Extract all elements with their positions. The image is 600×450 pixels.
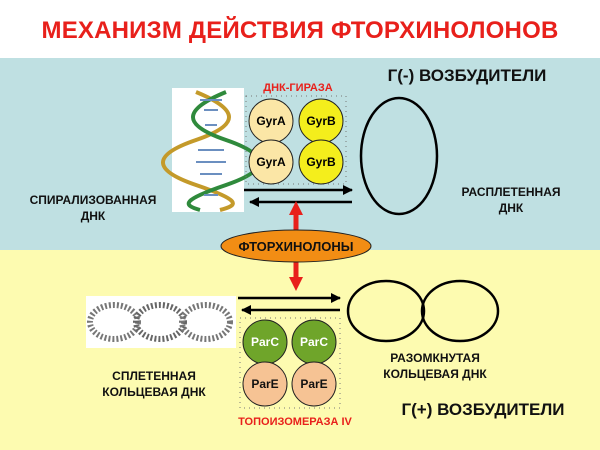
- pare-subunit-1: [242, 361, 288, 407]
- dna-gyrase-label: ДНК-ГИРАЗА: [263, 82, 333, 94]
- catenated-dna-label: СПЛЕТЕННАЯ КОЛЬЦЕВАЯ ДНК: [72, 368, 236, 400]
- relaxed-dna-line-2: ДНК: [498, 201, 524, 215]
- catenated-dna-line-2: КОЛЬЦЕВАЯ ДНК: [102, 385, 206, 399]
- relaxed-dna-ring-top: [359, 96, 439, 216]
- pare-label-2: ParE: [300, 377, 327, 391]
- relaxed-dna-label: РАСПЛЕТЕННАЯ ДНК: [426, 184, 596, 216]
- separated-dna-ring-2: [420, 279, 500, 343]
- fluoroquinolones-badge: [220, 229, 372, 263]
- gyra-label-1: GyrA: [256, 114, 286, 128]
- supercoiled-dna-label: СПИРАЛИЗОВАННАЯ ДНК: [8, 192, 178, 224]
- supercoiled-dna-line-1: СПИРАЛИЗОВАННАЯ: [29, 193, 157, 207]
- supercoiled-dna-line-2: ДНК: [80, 209, 106, 223]
- gyrb-subunit-2: [298, 139, 344, 185]
- catenated-dna-line-1: СПЛЕТЕННАЯ: [112, 369, 196, 383]
- separated-dna-ring-1: [346, 279, 426, 343]
- dna-gyrase-box: [245, 95, 347, 185]
- pare-label-1: ParE: [251, 377, 278, 391]
- gyrb-label-2: GyrB: [306, 155, 336, 169]
- parc-label-1: ParC: [251, 335, 279, 349]
- decatenated-dna-label: РАЗОМКНУТАЯ КОЛЬЦЕВАЯ ДНК: [360, 350, 510, 382]
- topoisomerase-label: ТОПОИЗОМЕРАЗА IV: [238, 416, 352, 428]
- pare-subunit-2: [291, 361, 337, 407]
- decatenated-dna-line-1: РАЗОМКНУТАЯ: [390, 351, 480, 365]
- relaxed-dna-line-1: РАСПЛЕТЕННАЯ: [461, 185, 561, 199]
- catenated-dna-icon: [86, 296, 236, 348]
- gyrase-subunits: GyrA GyrB GyrA GyrB: [248, 98, 344, 185]
- fluoroquinolones-label: ФТОРХИНОЛОНЫ: [238, 239, 353, 254]
- gyra-label-2: GyrA: [256, 155, 286, 169]
- slide-title: МЕХАНИЗМ ДЕЙСТВИЯ ФТОРХИНОЛОНОВ: [41, 17, 559, 44]
- gram-positive-label: Г(+) ВОЗБУДИТЕЛИ: [401, 400, 565, 419]
- decatenated-dna-line-2: КОЛЬЦЕВАЯ ДНК: [383, 367, 487, 381]
- parc-label-2: ParC: [300, 335, 328, 349]
- gyrb-label-1: GyrB: [306, 114, 336, 128]
- topoisomerase-subunits: ParC ParC ParE ParE: [242, 319, 337, 407]
- gyra-subunit-2: [248, 139, 294, 185]
- gram-negative-label: Г(-) ВОЗБУДИТЕЛИ: [387, 66, 547, 85]
- topoisomerase-box: [239, 317, 341, 409]
